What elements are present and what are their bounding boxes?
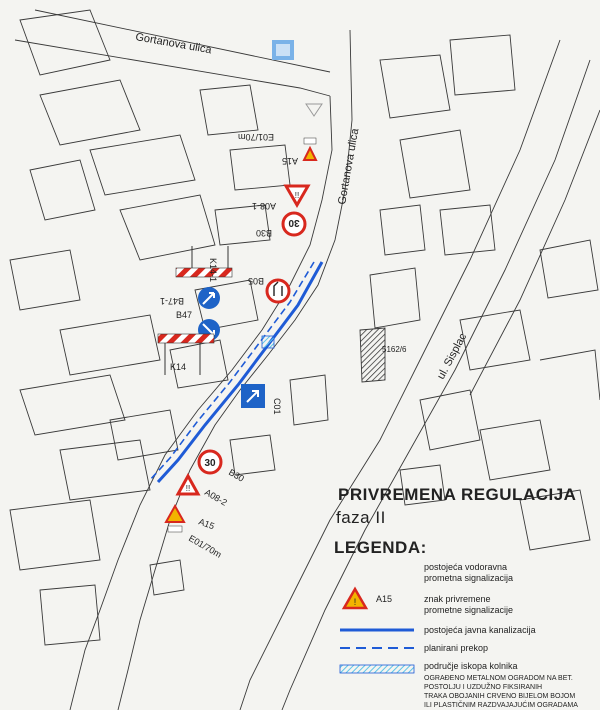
sign-code-c01: C01: [272, 398, 282, 415]
plan-phase: faza II: [336, 508, 386, 527]
sign-a08-bottom: !!: [175, 472, 201, 496]
legend-item-existing-markings-line2: prometna signalizacija: [424, 573, 513, 583]
sign-a15-top: [302, 137, 318, 161]
sign-b30-top: 30: [281, 211, 307, 237]
svg-text:!!: !!: [186, 484, 190, 493]
sign-a15-bottom: [164, 503, 186, 533]
legend-fence-note-line2: POSTOLJU I UZDUŽNO FIKSIRANIH: [424, 682, 542, 691]
plan-title: PRIVREMENA REGULACIJA: [338, 485, 576, 504]
sign-code-a15-top: A15: [282, 156, 298, 166]
planned-trench-line: [149, 261, 315, 481]
legend-item-trench: planirani prekop: [424, 643, 488, 653]
svg-text:!: !: [354, 597, 357, 607]
legend-item-sewer: postojeća javna kanalizacija: [424, 625, 536, 635]
sign-code-k14-top: K14-1: [208, 258, 218, 282]
sign-code-b47-1: B47-1: [160, 296, 184, 306]
sign-code-a08-top: A08-1: [252, 201, 276, 211]
legend-heading: LEGENDA:: [334, 538, 427, 557]
sign-code-k14-bottom: K14: [170, 362, 186, 372]
legend-item-excavation: područje iskopa kolnika: [424, 661, 518, 671]
sign-b05: [265, 278, 291, 304]
sign-code-b30-top: B30: [256, 228, 272, 238]
existing-sewer-line: [156, 261, 324, 484]
legend-excavation-swatch: [339, 664, 415, 674]
sign-b30-bottom: 30: [197, 449, 223, 475]
legend-fence-note-line4: ILI PLASTIČNIM RAZDVAJAJUĆIM OGRADAMA: [424, 700, 578, 709]
parcel-lines: [9, 9, 600, 710]
barrier-k14-top: [175, 246, 233, 278]
legend-item-sign-code: A15: [376, 594, 392, 604]
legend-fence-note-line3: TRAKA OBOJANIH CRVENO BIJELOM BOJOM: [424, 693, 575, 700]
existing-sign-icon: [272, 40, 294, 60]
sign-code-b47: B47: [176, 310, 192, 320]
sign-b47-1: [198, 287, 220, 309]
excavation-area: [261, 335, 275, 349]
svg-text:!!: !!: [295, 191, 299, 200]
warning-outline-icon: [305, 103, 323, 117]
legend-warning-sign-icon: !: [341, 586, 369, 610]
legend: postojeća vodoravna prometna signalizaci…: [339, 562, 578, 709]
sign-code-b05: B05: [248, 276, 264, 286]
speed-limit-top: 30: [288, 217, 300, 228]
sign-c01: [241, 384, 265, 408]
parcel-number: 5162/6: [382, 345, 407, 354]
speed-limit-bottom: 30: [204, 458, 216, 469]
legend-fence-note-line1: OGRAĐENO METALNOM OGRADOM NA BET.: [424, 675, 573, 682]
barrier-k14-bottom: [157, 333, 215, 375]
legend-item-temporary-sign-line1: znak privremene: [424, 594, 491, 604]
distance-label-top: E01/70m: [238, 132, 274, 142]
legend-item-temporary-sign-line2: prometne signalizacije: [424, 605, 513, 615]
legend-item-existing-markings-line1: postojeća vodoravna: [424, 562, 507, 572]
sign-a08-top: !!: [283, 184, 311, 208]
